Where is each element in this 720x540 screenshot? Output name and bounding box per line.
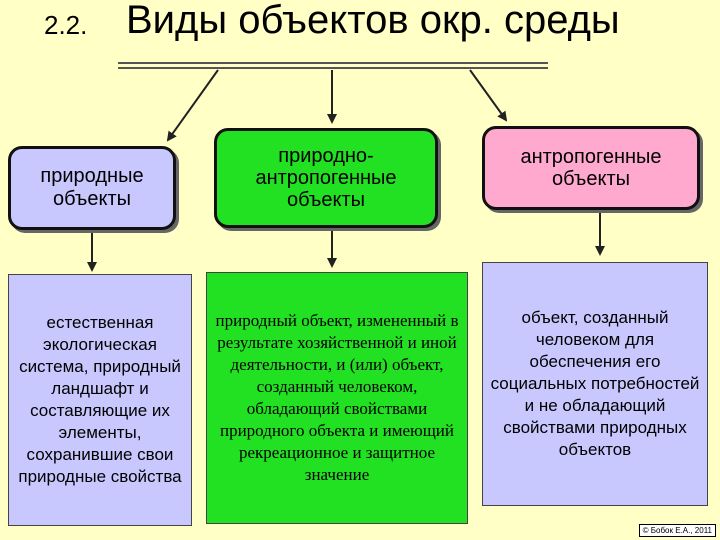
desc-anthropogenic: объект, созданный человеком для обеспече… <box>482 262 708 506</box>
node-natural: природные объекты <box>8 146 176 230</box>
copyright-credit: © Бобок Е.А., 2011 <box>638 524 716 537</box>
node-anthropogenic-label: антропогенные объекты <box>520 146 662 190</box>
desc-anthropogenic-text: объект, созданный человеком для обеспече… <box>490 307 700 460</box>
desc-natural: естественная экологическая система, прир… <box>8 274 192 526</box>
node-anthropogenic: антропогенные объекты <box>482 126 700 210</box>
desc-natural-text: естественная экологическая система, прир… <box>18 312 182 487</box>
node-natural-anthropogenic-label: природно-антропогенные объекты <box>255 145 397 211</box>
desc-natural-anthropogenic: природный объект, измененный в результат… <box>206 272 468 524</box>
node-natural-label: природные объекты <box>40 165 144 210</box>
arrow-to-natural <box>166 69 219 142</box>
arrow-to-anthropogenic <box>469 69 508 122</box>
desc-natural-anthropogenic-text: природный объект, измененный в результат… <box>215 310 459 485</box>
slide-title: Виды объектов окр. среды <box>126 0 620 42</box>
slide-number: 2.2. <box>44 10 88 40</box>
node-natural-anthropogenic: природно-антропогенные объекты <box>214 128 438 228</box>
